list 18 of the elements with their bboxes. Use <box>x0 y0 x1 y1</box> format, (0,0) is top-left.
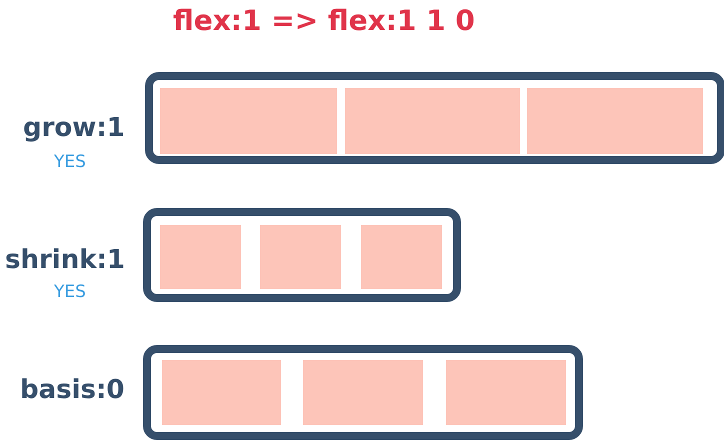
property-label: shrink:1 <box>5 245 126 275</box>
flex-container <box>143 345 583 440</box>
flex-item <box>527 88 703 154</box>
flex-item <box>361 225 442 289</box>
title: flex:1 => flex:1 1 0 <box>173 4 475 37</box>
flex-item <box>160 225 241 289</box>
property-label: basis:0 <box>20 375 125 405</box>
property-label: grow:1 <box>23 113 125 143</box>
flex-item <box>160 88 337 154</box>
flex-item <box>303 360 423 425</box>
flex-item <box>446 360 566 425</box>
value-label: YES <box>54 282 86 302</box>
flex-container <box>145 72 724 164</box>
flex-item <box>260 225 341 289</box>
flex-item <box>345 88 520 154</box>
flex-container <box>143 208 461 302</box>
value-label: YES <box>54 152 86 172</box>
flex-item <box>162 360 281 425</box>
